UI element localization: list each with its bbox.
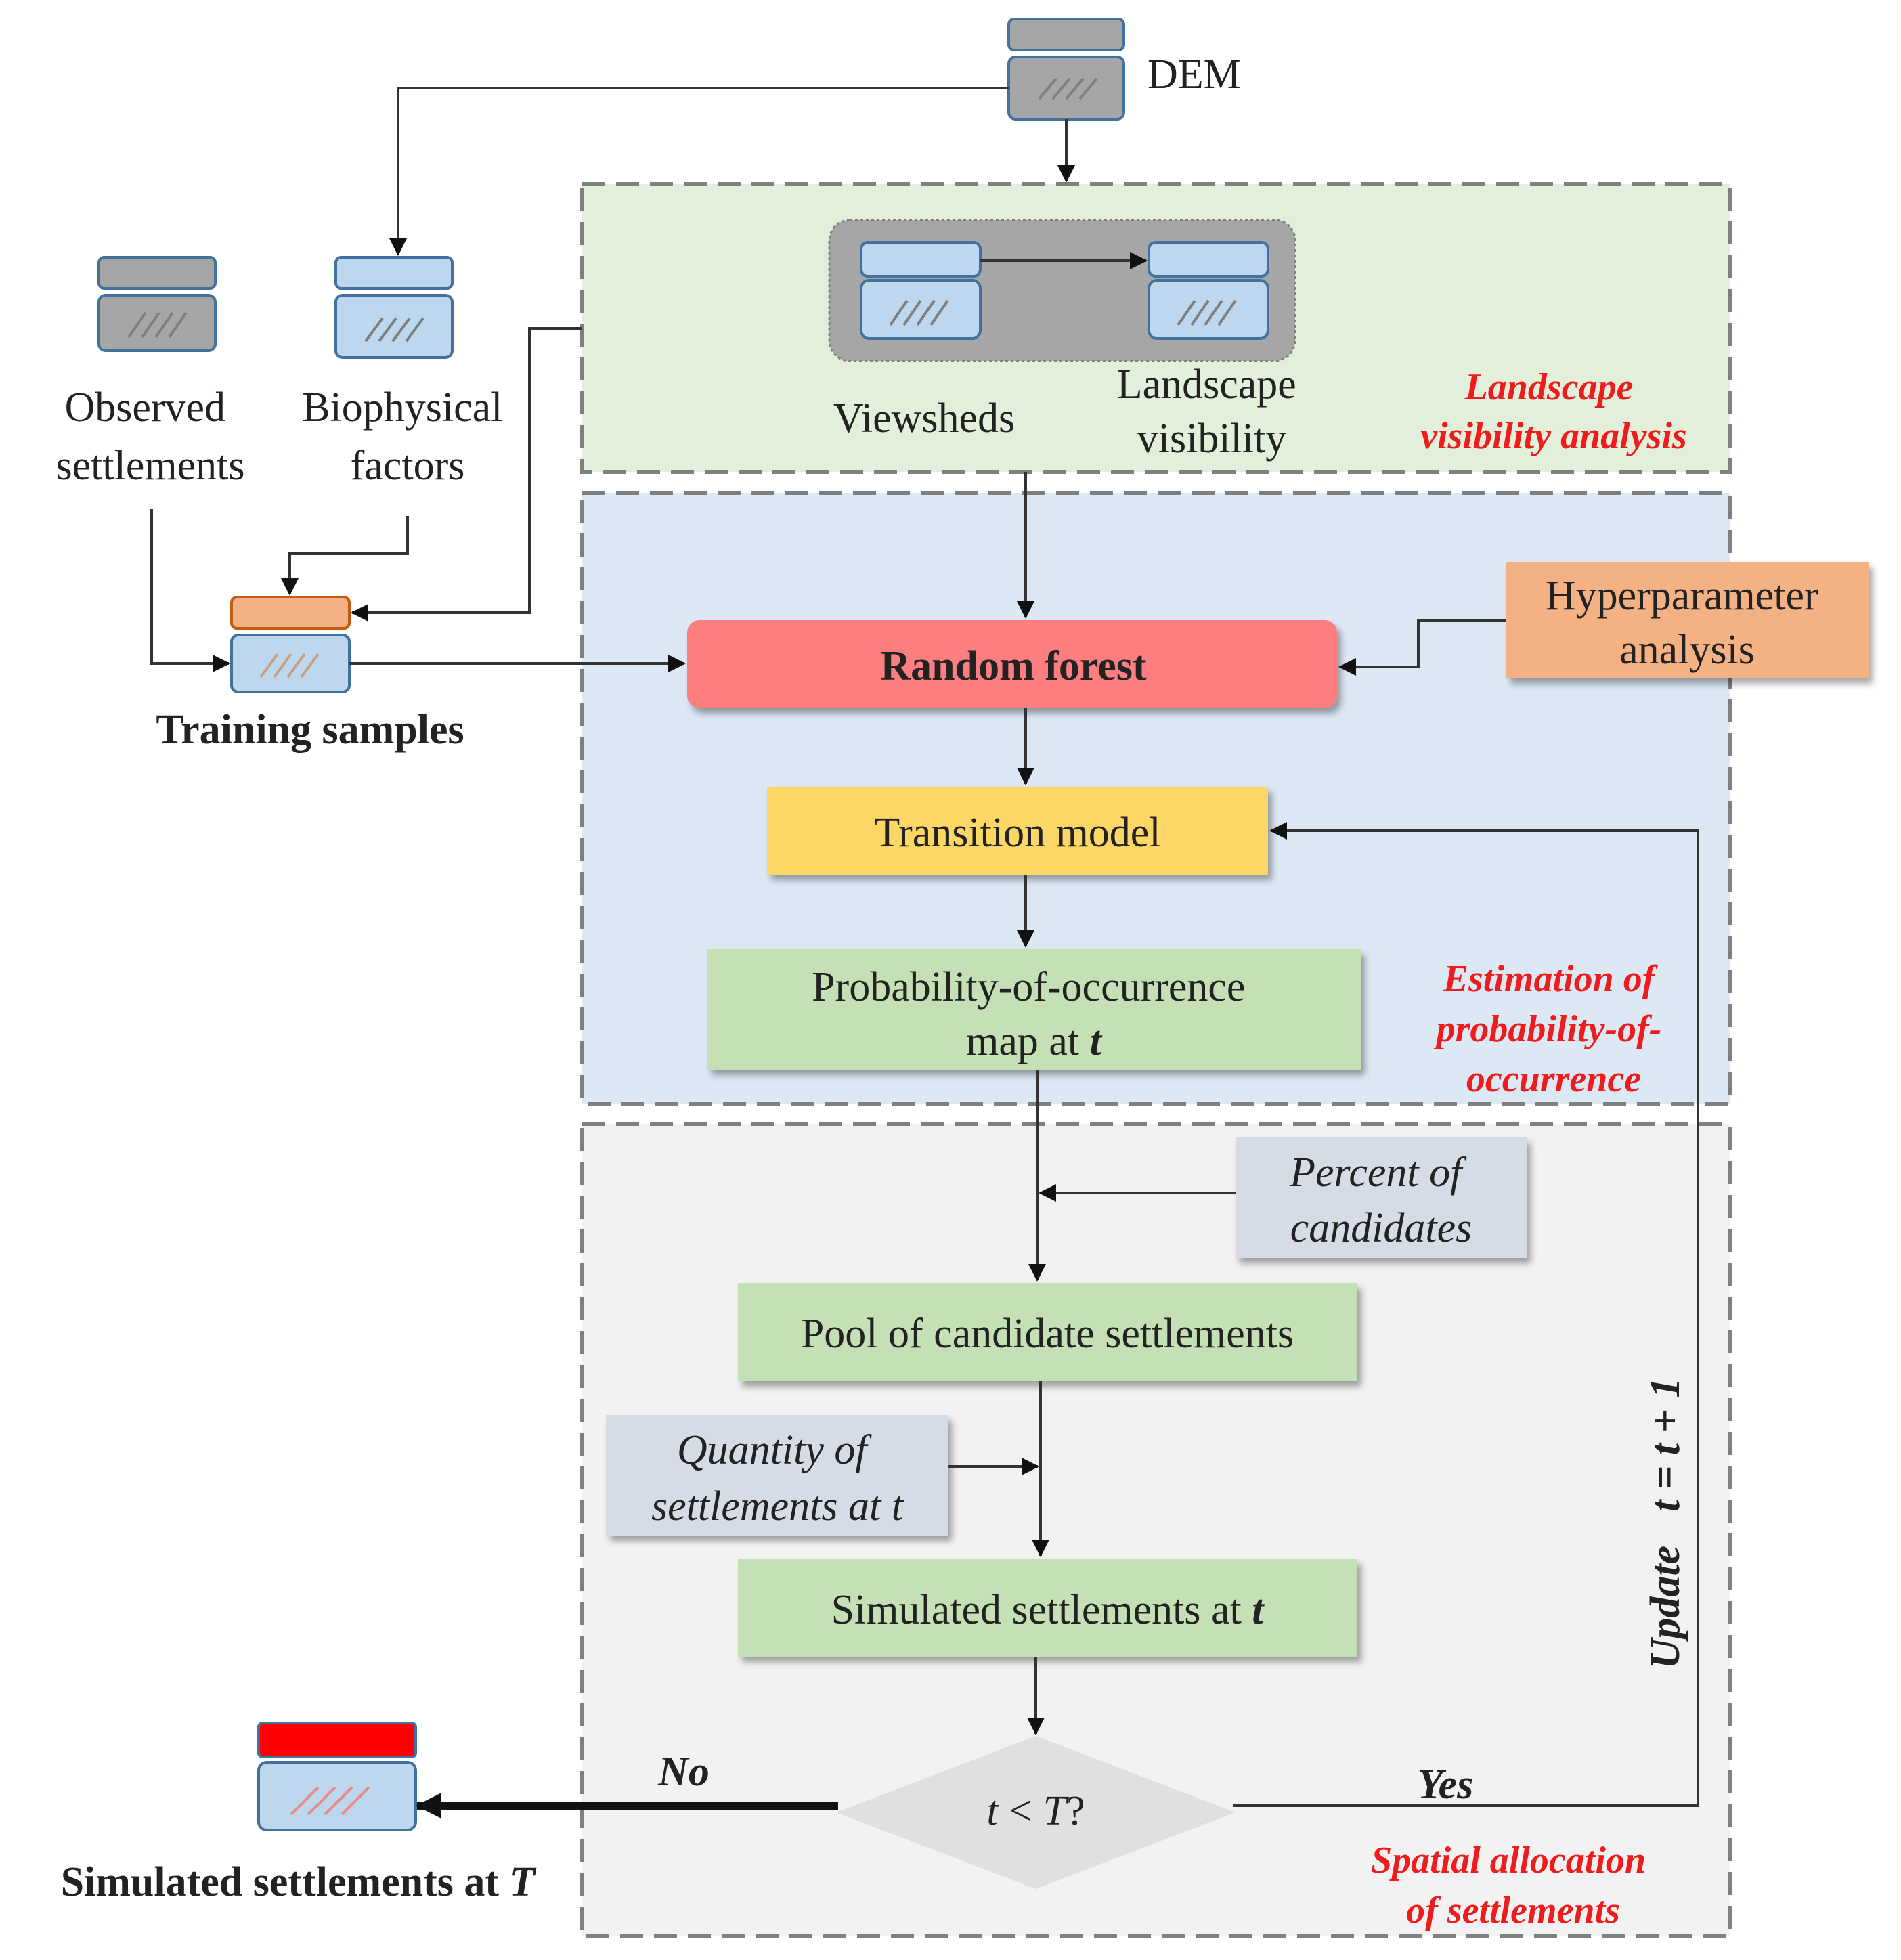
quantity-settlements-box [606,1415,948,1536]
edge-biophysical-to-training [281,516,409,596]
dem-icon [1007,18,1125,121]
probability-map-box [707,949,1361,1070]
training-samples-icon [230,596,351,693]
pool-candidates-box [738,1283,1357,1381]
viewsheds-label: Viewsheds [833,395,1015,441]
simulated-settlements-T-label: Simulated settlements at T [61,1859,537,1905]
visibility-section-title: Landscape visibility analysis [1420,366,1687,457]
biophysical-factors-icon [334,256,454,359]
allocation-section-title: Spatial allocation of settlements [1371,1839,1655,1932]
hyperparameter-label: Hyperparameter analysis [1546,573,1829,673]
observed-settlements-label: Observed settlements [56,385,245,489]
transition-model-label: Transition model [874,810,1160,856]
update-label: Updatet = t + 1 [1642,1378,1688,1670]
observed-settlements-icon [97,256,217,352]
edge-observed-to-training [150,509,230,672]
hyperparameter-box [1506,562,1869,678]
estimation-section-title: Estimation of probability-of- occurrence [1434,958,1671,1100]
random-forest-label: Random forest [880,643,1147,689]
landscape-visibility-label: Landscape visibility [1117,362,1307,462]
edge-decision-yes-update [1233,822,1699,1807]
edge-hyperparameter-to-random-forest [1338,619,1506,676]
no-label: No [657,1749,709,1795]
quantity-settlements-label: Quantity of settlements at t [651,1427,904,1529]
probability-map-label: Probability-of-occurrence map at t [812,964,1256,1064]
simulated-settlements-T-icon [257,1722,417,1831]
simulated-t-label: Simulated settlements at t [831,1587,1265,1633]
training-samples-label: Training samples [156,707,464,753]
percent-candidates-box [1236,1137,1527,1258]
landscape-visibility-icon [1148,241,1269,340]
yes-label: Yes [1418,1762,1474,1808]
edge-visibility-to-training [351,327,582,622]
biophysical-factors-label: Biophysical factors [302,385,513,489]
decision-diamond [836,1735,1236,1890]
decision-label: t < T? [986,1788,1085,1834]
percent-candidates-label: Percent of candidates [1289,1150,1472,1251]
simulated-t-box [738,1559,1357,1657]
random-forest-box [687,620,1337,708]
dem-label: DEM [1148,51,1241,97]
pool-candidates-label: Pool of candidate settlements [801,1311,1294,1357]
edge-dem-to-biophysical [389,87,1009,256]
transition-model-box [767,787,1268,875]
viewsheds-icon [860,241,982,340]
